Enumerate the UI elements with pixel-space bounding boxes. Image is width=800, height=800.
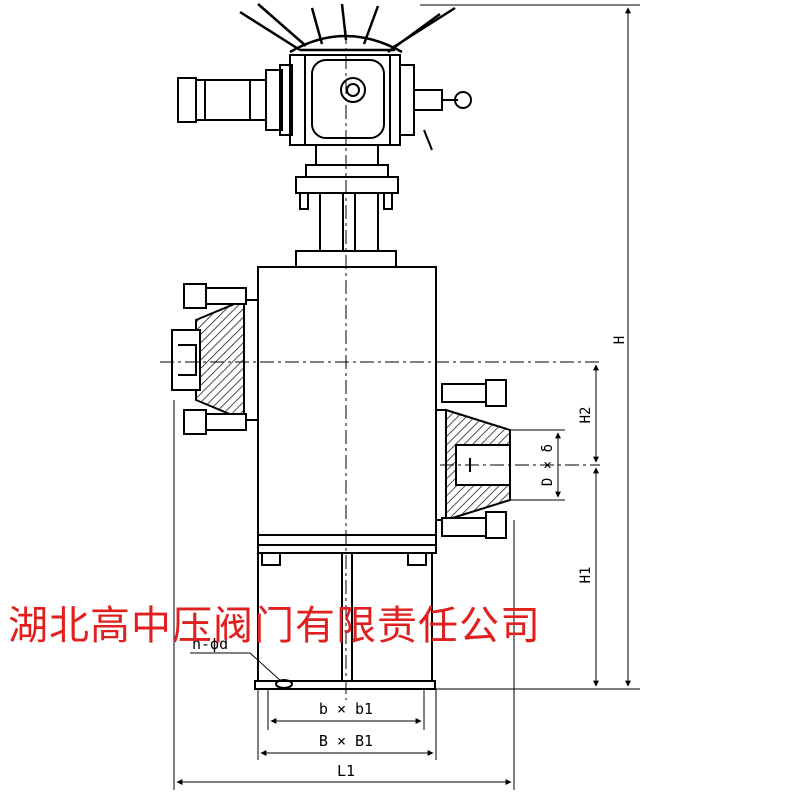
dim-label-B-B1: B × B1 (319, 732, 373, 750)
dim-label-n-phi-d: n-ϕd (192, 635, 228, 653)
dim-label-b-b1: b × b1 (319, 700, 373, 718)
company-watermark: 湖北高中压阀门有限责任公司 (8, 603, 541, 649)
valve-body (254, 266, 437, 690)
inlet-flange-left (171, 283, 259, 435)
handwheel (239, 3, 456, 54)
dim-label-H: H (612, 336, 628, 344)
dim-label-H2: H2 (578, 407, 594, 424)
dimension-lines (173, 4, 640, 790)
centre-lines (160, 30, 600, 700)
outlet-flange-right (435, 379, 511, 539)
dim-label-D-delta: D × δ (540, 444, 556, 486)
dim-label-H1: H1 (578, 567, 594, 584)
dim-label-L1: L1 (337, 762, 355, 780)
electric-actuator (177, 3, 472, 210)
